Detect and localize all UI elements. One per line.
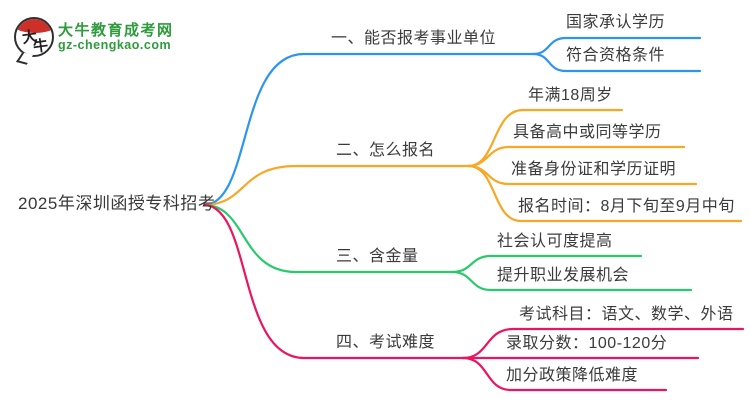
branch-3-connector (203, 203, 454, 274)
branch-2-child-4-line (466, 164, 743, 223)
logo-bubble-icon: 大 牛 (14, 17, 54, 57)
branch-1-child-1-label: 国家承认学历 (566, 14, 666, 31)
logo-char-2: 牛 (32, 37, 50, 56)
branch-1-connector (203, 52, 535, 207)
branch-2-child-4-label: 报名时间：8月下旬至9月中旬 (518, 198, 735, 215)
branch-2-child-2-label: 具备高中或同等学历 (513, 124, 662, 141)
branch-3-label: 三、含金量 (336, 248, 419, 265)
branch-2-child-2-line (466, 145, 686, 168)
branch-4-child-1-line (461, 327, 745, 360)
branch-2-child-3-label: 准备身份证和学历证明 (511, 161, 677, 178)
brand-domain: gz-chengkao.com (58, 38, 172, 52)
branch-3-child-1-label: 社会认可度提高 (497, 233, 613, 250)
branch-3-child-2-line (450, 270, 693, 292)
branch-2-child-1-label: 年满18周岁 (528, 87, 613, 104)
branch-2-label: 二、怎么报名 (336, 142, 436, 159)
logo-bubble-tail (16, 52, 33, 65)
branch-4-child-3-line (461, 356, 668, 392)
branch-4-child-1-label: 考试科目：语文、数学、外语 (519, 306, 734, 323)
root-node-label: 2025年深圳函授专科招考 (18, 194, 216, 213)
branch-1-label: 一、能否报考事业单位 (331, 30, 497, 47)
branch-1-child-2-line (531, 52, 702, 73)
branch-4-connector (203, 203, 465, 360)
site-logo: 大 牛 大牛教育成考网 gz-chengkao.com (14, 15, 244, 67)
brand-title: 大牛教育成考网 (58, 22, 174, 39)
branch-3-child-2-label: 提升职业发展机会 (497, 267, 630, 284)
branch-1-child-2-label: 符合资格条件 (566, 47, 666, 64)
branch-2-connector (203, 164, 470, 207)
branch-4-child-3-label: 加分政策降低难度 (506, 367, 639, 384)
logo-red-seal-icon (43, 22, 51, 30)
branch-4-child-2-label: 录取分数：100-120分 (506, 335, 668, 352)
branch-4-label: 四、考试难度 (336, 334, 436, 351)
